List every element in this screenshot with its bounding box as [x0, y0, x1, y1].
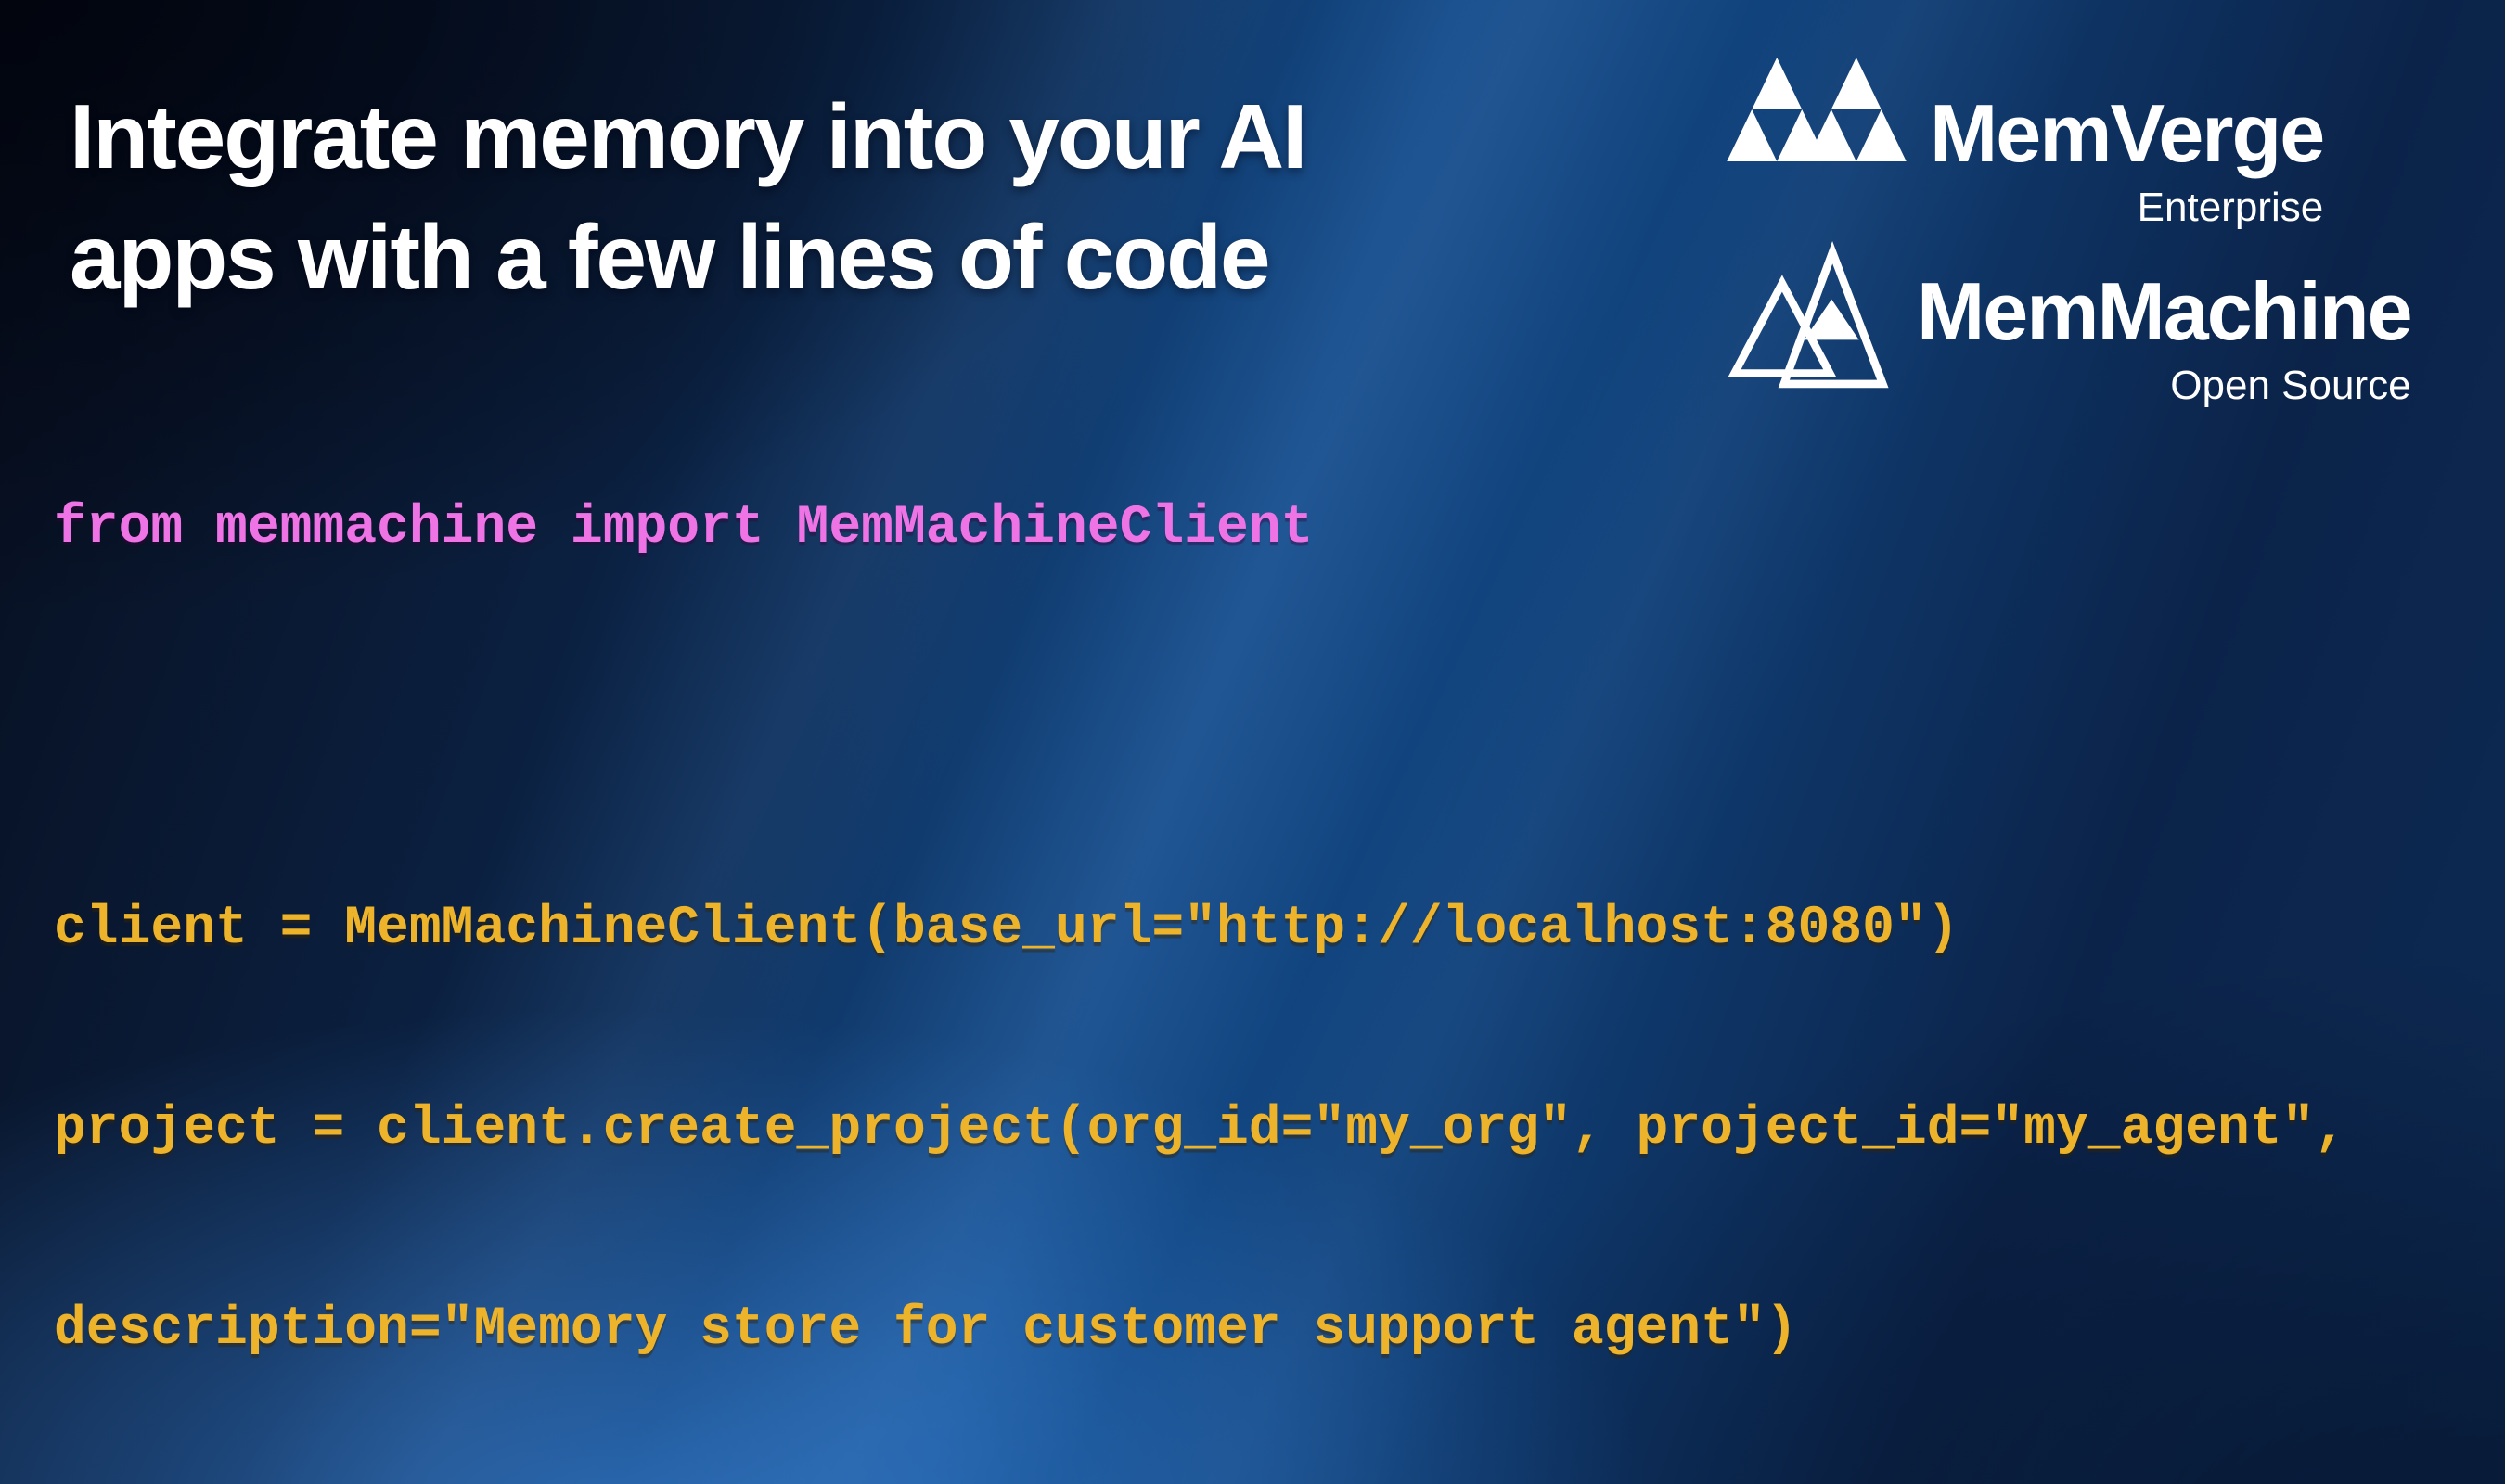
title-line-1: Integrate memory into your AI	[70, 85, 1307, 187]
memverge-triangles-icon	[1727, 58, 1907, 161]
page-title: Integrate memory into your AI apps with a…	[70, 76, 1307, 317]
code-line: description="Memory store for customer s…	[54, 1299, 1798, 1360]
code-line	[54, 696, 2346, 762]
title-line-2: apps with a few lines of code	[70, 206, 1270, 308]
code-line: client = MemMachineClient(base_url="http…	[54, 899, 1959, 959]
memverge-logo: MemVerge Enterprise	[1726, 58, 2325, 230]
memmachine-brand-name: MemMachine	[1917, 265, 2413, 357]
code-block: from memmachine import MemMachineClient …	[54, 362, 2346, 1484]
code-line: from memmachine import MemMachineClient	[54, 498, 1314, 558]
memmachine-triangles-icon	[1728, 241, 1889, 389]
memverge-brand-name: MemVerge	[1930, 87, 2325, 179]
memmachine-edition-label: Open Source	[2170, 363, 2411, 408]
memverge-edition-label: Enterprise	[2137, 185, 2324, 230]
code-line: project = client.create_project(org_id="…	[54, 1099, 2347, 1159]
memmachine-logo: MemMachine Open Source	[1726, 239, 2413, 408]
